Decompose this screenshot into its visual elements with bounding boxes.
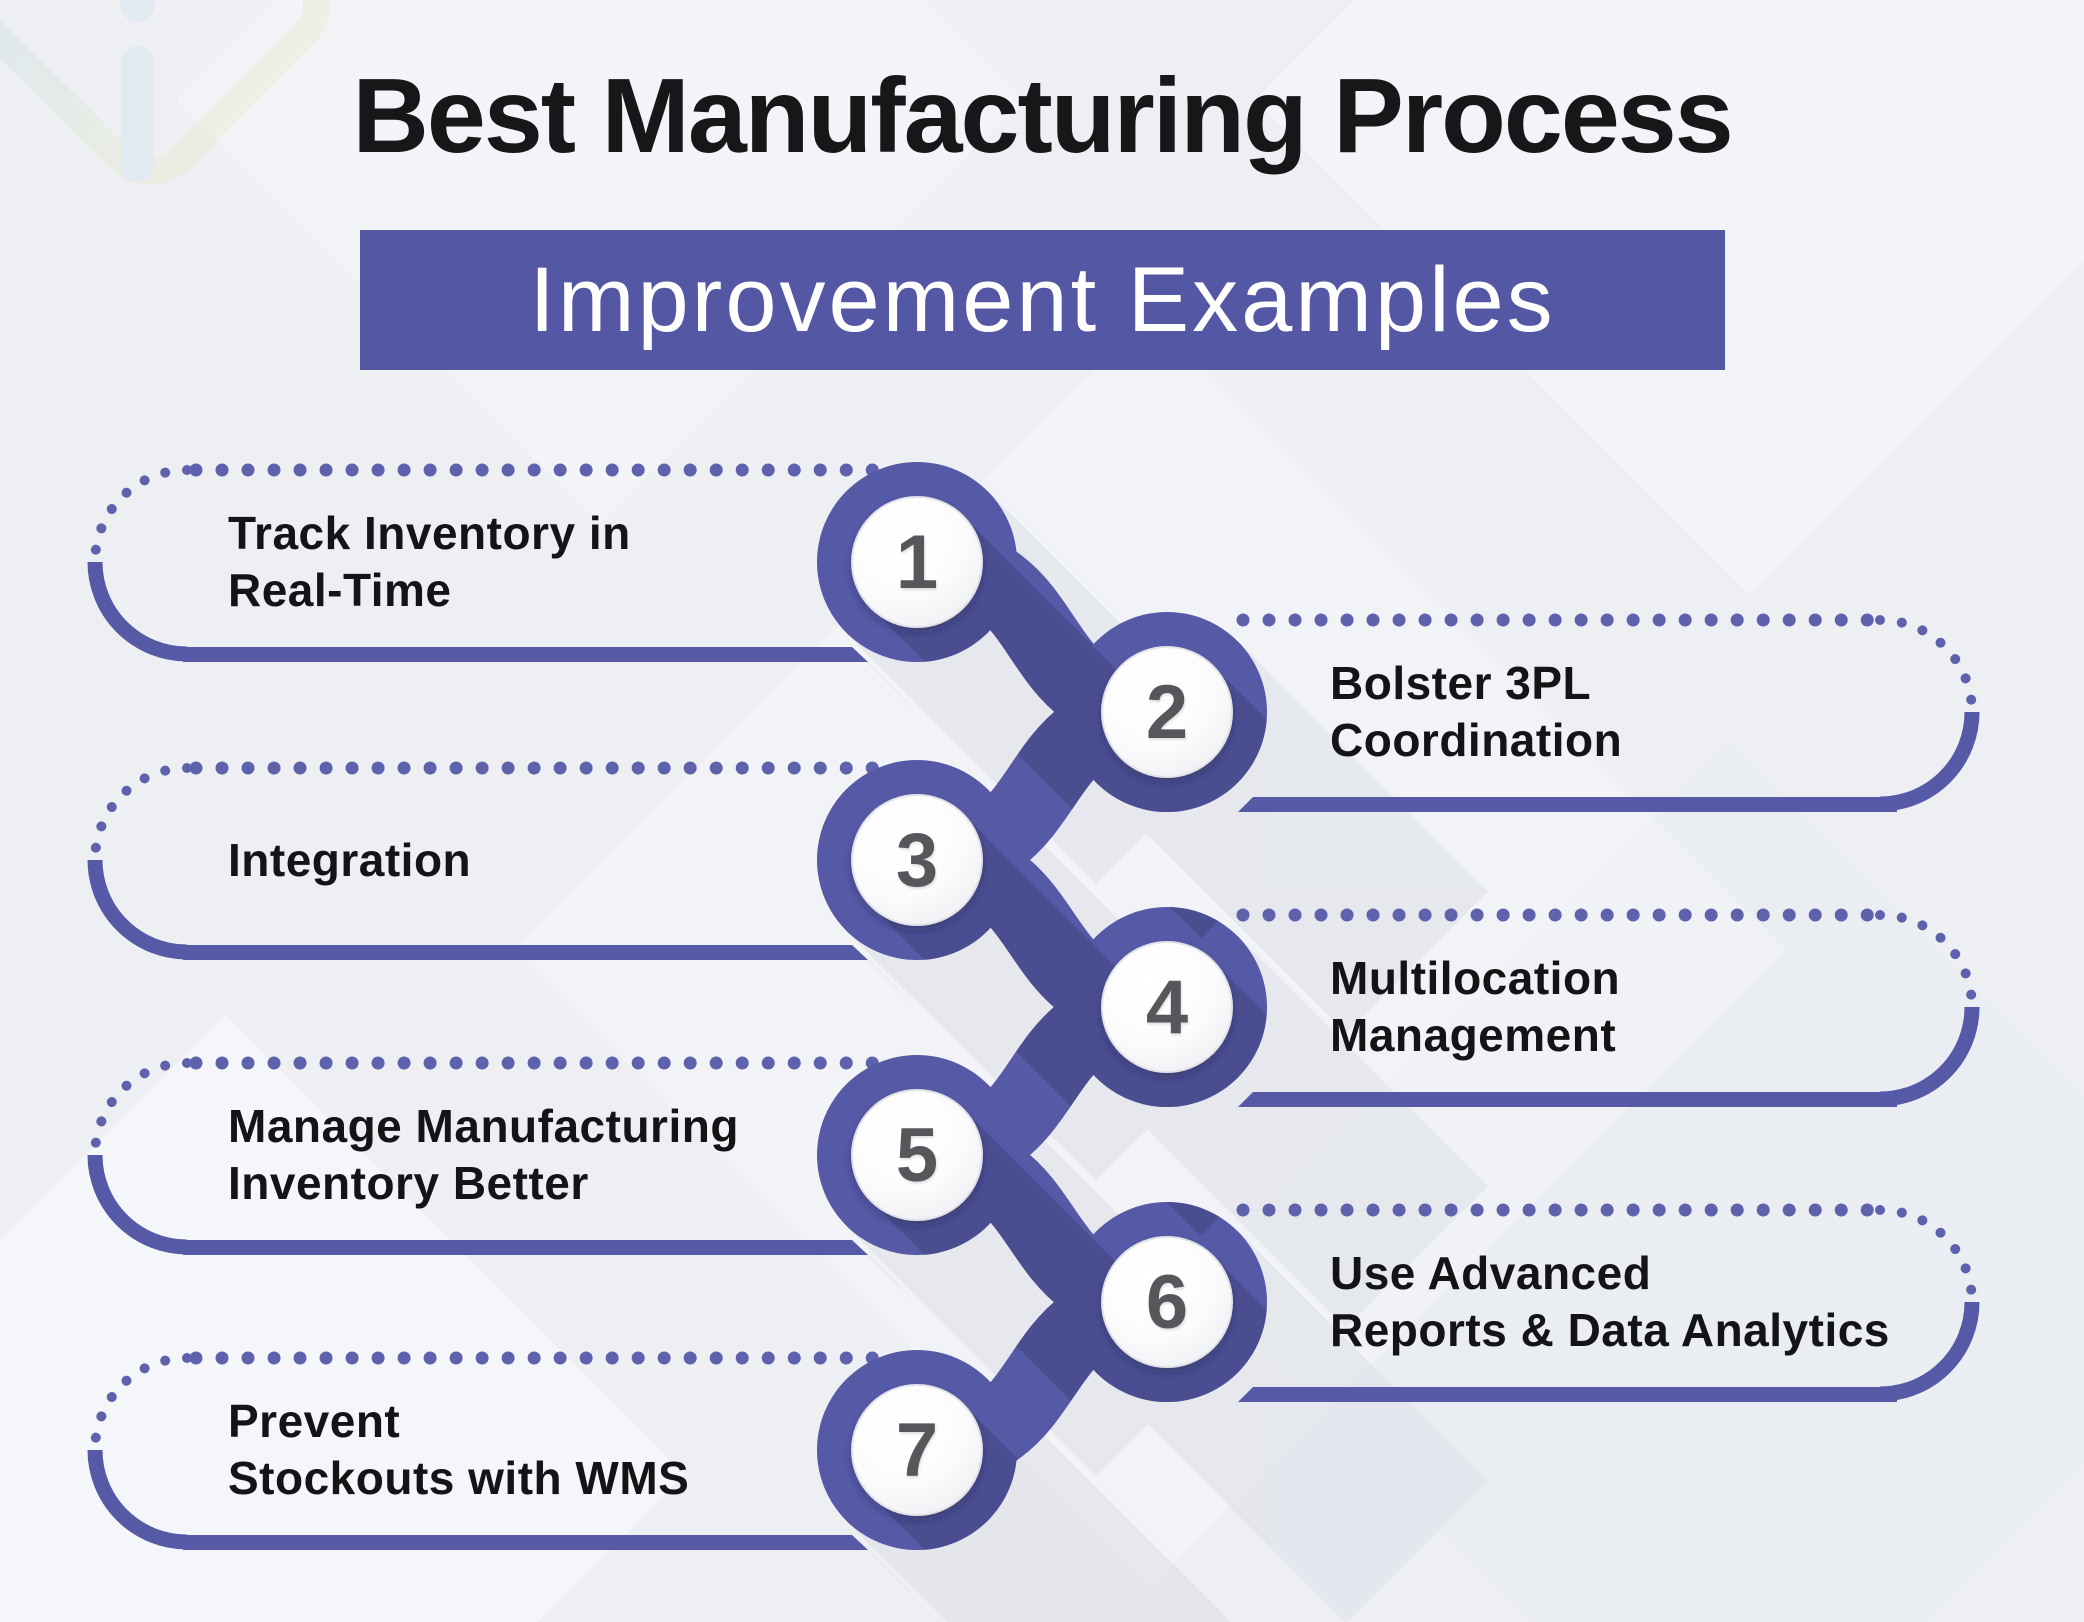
item-label-7: Prevent Stockouts with WMS	[228, 1395, 690, 1504]
step-number-5: 5	[895, 1112, 939, 1198]
box-logo-watermark	[0, 0, 330, 185]
pill-borders	[87, 463, 1980, 1550]
pill-border-5	[87, 1056, 887, 1255]
step-disc-1	[851, 496, 983, 628]
step-number-4: 4	[1145, 964, 1189, 1050]
step-number-3: 3	[895, 817, 939, 903]
step-disc-4	[1101, 941, 1233, 1073]
subtitle-text: Improvement Examples	[529, 248, 1556, 351]
item-label-1: Track Inventory in Real-Time	[228, 507, 631, 616]
step-disc-5	[851, 1089, 983, 1221]
item-label-6: Use Advanced Reports & Data Analytics	[1330, 1247, 1890, 1356]
step-disc-6	[1101, 1236, 1233, 1368]
pill-border-2	[1236, 613, 1980, 812]
pill-border-1	[87, 463, 887, 662]
step-number-1: 1	[895, 519, 939, 605]
step-number-6: 6	[1145, 1259, 1189, 1345]
number-discs	[851, 496, 1233, 1516]
step-disc-7	[851, 1384, 983, 1516]
pill-border-7	[87, 1351, 887, 1550]
item-label-5: Manage Manufacturing Inventory Better	[228, 1100, 739, 1209]
item-label-4: Multilocation Management	[1330, 952, 1621, 1061]
step-number-7: 7	[895, 1407, 939, 1493]
step-disc-3	[851, 794, 983, 926]
item-label-3: Integration	[228, 833, 472, 886]
subtitle-banner: Improvement Examples	[360, 230, 1725, 370]
step-number-2: 2	[1145, 669, 1189, 755]
pill-border-3	[87, 761, 887, 960]
step-disc-2	[1101, 646, 1233, 778]
page-title: Best Manufacturing Process	[352, 57, 1733, 175]
item-label-2: Bolster 3PL Coordination	[1330, 657, 1623, 766]
